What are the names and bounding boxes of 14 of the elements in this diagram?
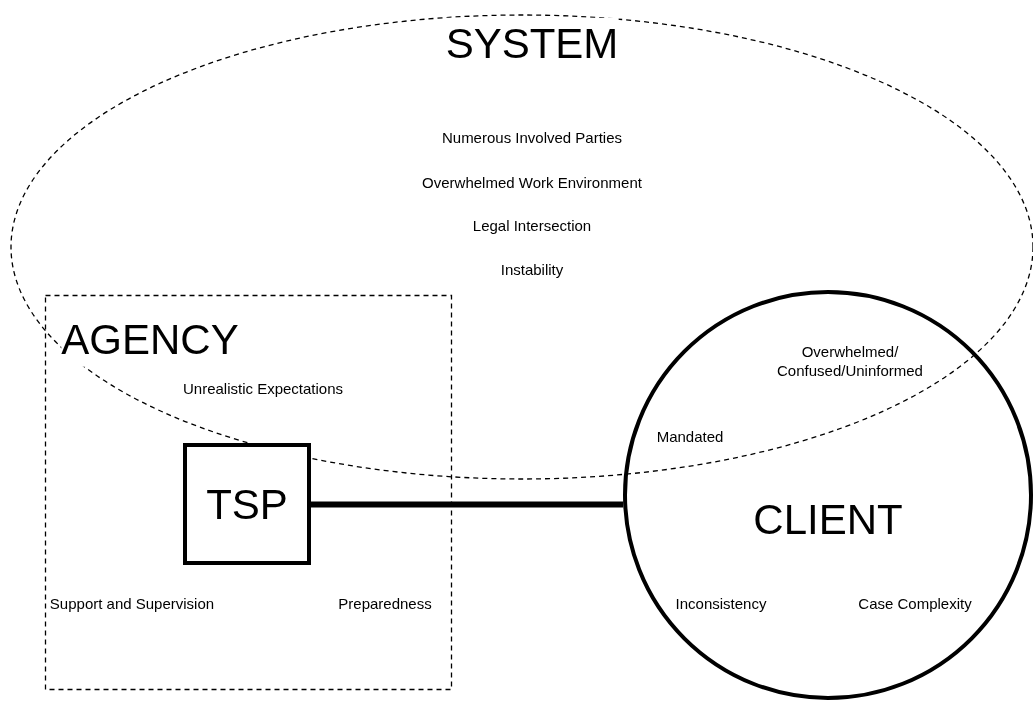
item-text: Preparedness [338,594,432,614]
item-text: Overwhelmed/ Confused/Uninformed [776,343,924,381]
item-text: Unrealistic Expectations [182,379,344,399]
agency-box [45,295,452,690]
tsp-box [183,443,311,565]
item-text: Overwhelmed Work Environment [422,173,642,193]
item-text: Mandated [656,427,724,447]
item-text: Legal Intersection [472,216,592,236]
item-text: Case Complexity [858,594,972,614]
item-text: Inconsistency [675,594,767,614]
item-text: Instability [500,260,564,280]
item-text: Support and Supervision [49,594,215,614]
connector-line [311,501,624,508]
item-text: Numerous Involved Parties [441,128,623,148]
